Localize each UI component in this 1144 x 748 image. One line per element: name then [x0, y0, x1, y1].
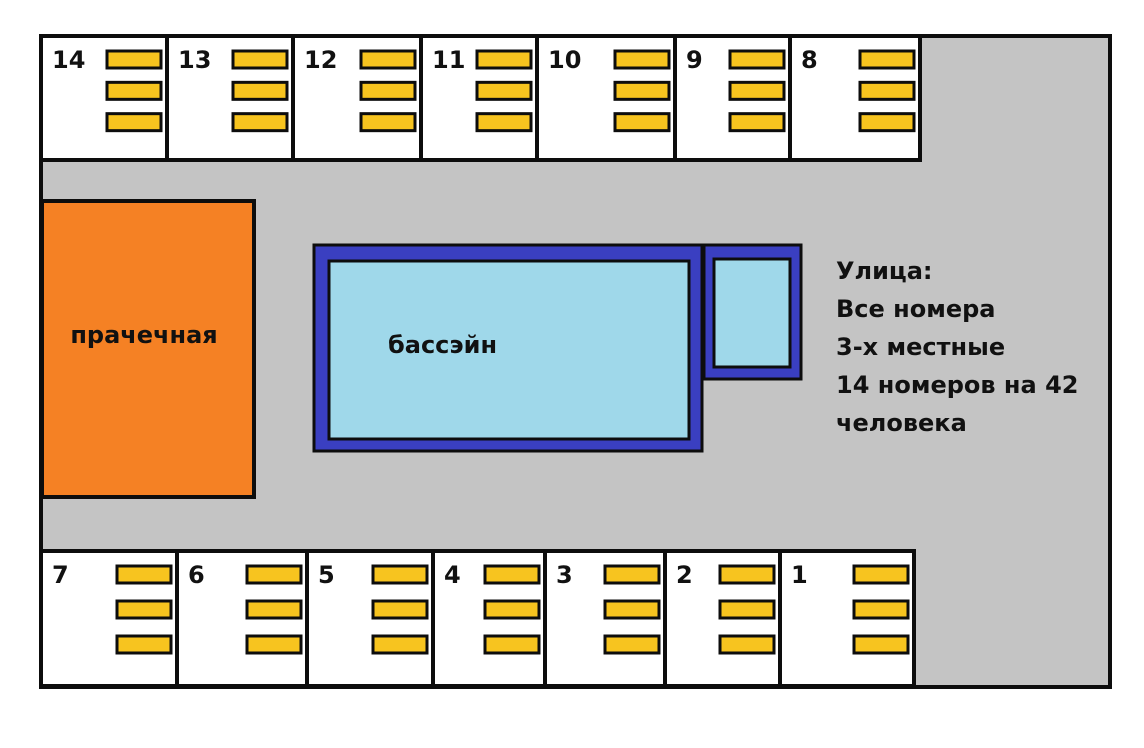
legend-line-2: Все номера	[836, 295, 996, 323]
bed-3	[475, 112, 533, 133]
room-number: 9	[686, 46, 703, 74]
laundry-label: прачечная	[70, 321, 217, 349]
laundry-building	[40, 199, 256, 499]
room-3: 3	[543, 549, 667, 688]
bed-1	[858, 49, 916, 70]
bed-2	[718, 599, 776, 620]
bed-2	[359, 80, 417, 101]
bed-3	[728, 112, 786, 133]
room-1: 1	[778, 549, 916, 688]
bed-1	[359, 49, 417, 70]
bed-3	[231, 112, 289, 133]
room-11: 11	[419, 34, 539, 162]
bed-1	[115, 564, 173, 585]
bed-1	[475, 49, 533, 70]
room-number: 8	[801, 46, 818, 74]
bed-3	[483, 634, 541, 655]
bed-3	[613, 112, 671, 133]
bed-3	[245, 634, 303, 655]
bed-2	[475, 80, 533, 101]
legend-line-3: 3-х местные	[836, 333, 1005, 361]
laundry: прачечная	[40, 199, 256, 499]
bed-3	[603, 634, 661, 655]
room-number: 10	[548, 46, 581, 74]
bed-2	[728, 80, 786, 101]
room-4: 4	[431, 549, 547, 688]
room-number: 11	[432, 46, 465, 74]
bed-2	[115, 599, 173, 620]
bed-1	[718, 564, 776, 585]
pool-main-water	[327, 259, 691, 441]
bed-2	[483, 599, 541, 620]
room-number: 7	[52, 561, 69, 589]
bed-1	[245, 564, 303, 585]
bed-3	[852, 634, 910, 655]
room-8: 8	[788, 34, 922, 162]
bed-1	[613, 49, 671, 70]
pool-small-water	[712, 257, 792, 369]
room-12: 12	[291, 34, 423, 162]
room-7: 7	[39, 549, 179, 688]
room-number: 14	[52, 46, 85, 74]
pool-label: бассэйн	[388, 331, 497, 359]
bed-3	[371, 634, 429, 655]
legend: Улица: Все номера 3-х местные 14 номеров…	[836, 257, 1078, 437]
room-13: 13	[165, 34, 295, 162]
bed-1	[231, 49, 289, 70]
bed-2	[231, 80, 289, 101]
bottom-room-row: 7 6 5 4 3 2 1	[39, 549, 916, 688]
room-number: 3	[556, 561, 573, 589]
bed-1	[852, 564, 910, 585]
room-number: 4	[444, 561, 461, 589]
bed-3	[115, 634, 173, 655]
bed-2	[603, 599, 661, 620]
room-number: 12	[304, 46, 337, 74]
bed-2	[852, 599, 910, 620]
top-room-row: 14 13 12 11 10 9 8	[39, 34, 922, 162]
room-2: 2	[663, 549, 782, 688]
bed-3	[359, 112, 417, 133]
room-9: 9	[673, 34, 792, 162]
legend-line-5: человека	[836, 409, 967, 437]
room-number: 13	[178, 46, 211, 74]
bed-2	[105, 80, 163, 101]
room-14: 14	[39, 34, 169, 162]
bed-2	[371, 599, 429, 620]
room-6: 6	[175, 549, 309, 688]
pool: бассэйн	[312, 243, 803, 453]
bed-1	[371, 564, 429, 585]
legend-line-4: 14 номеров на 42	[836, 371, 1078, 399]
room-number: 6	[188, 561, 205, 589]
bed-3	[105, 112, 163, 133]
bed-1	[105, 49, 163, 70]
bed-1	[483, 564, 541, 585]
room-number: 2	[676, 561, 693, 589]
bed-3	[718, 634, 776, 655]
bed-2	[245, 599, 303, 620]
room-5: 5	[305, 549, 435, 688]
bed-3	[858, 112, 916, 133]
legend-line-1: Улица:	[836, 257, 932, 285]
room-10: 10	[535, 34, 677, 162]
room-number: 5	[318, 561, 335, 589]
bed-1	[728, 49, 786, 70]
bed-2	[858, 80, 916, 101]
bed-2	[613, 80, 671, 101]
bed-1	[603, 564, 661, 585]
room-number: 1	[791, 561, 808, 589]
